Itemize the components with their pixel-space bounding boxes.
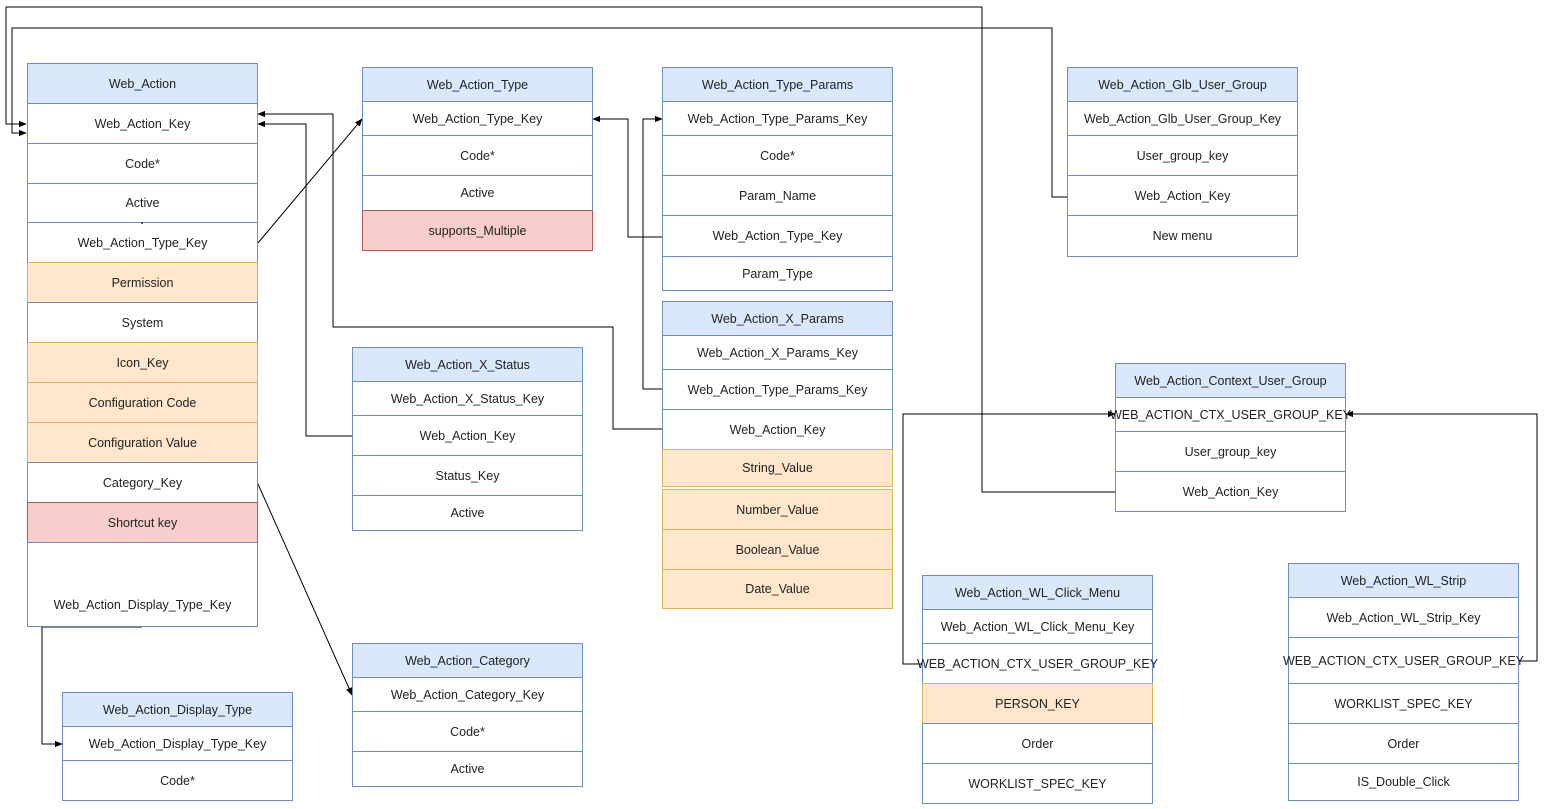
field: User_group_key — [1115, 431, 1346, 472]
entity-title: Web_Action_WL_Click_Menu — [922, 575, 1153, 610]
field: Code* — [27, 143, 258, 184]
entity-title: Web_Action_Context_User_Group — [1115, 363, 1346, 398]
field: Active — [352, 751, 583, 787]
field: Param_Type — [662, 256, 893, 291]
entity-web-action-wl-click-menu: Web_Action_WL_Click_Menu Web_Action_WL_C… — [917, 575, 1158, 805]
field-highlighted: Configuration Value — [27, 422, 258, 463]
field: Code* — [62, 760, 293, 801]
connector-web-action-to-type — [257, 118, 363, 244]
field: Code* — [362, 135, 593, 176]
entity-web-action-wl-strip: Web_Action_WL_Strip Web_Action_WL_Strip_… — [1283, 563, 1524, 801]
field: Web_Action_Display_Type_Key — [27, 583, 258, 627]
entity-title: Web_Action_X_Status — [352, 347, 583, 382]
connector-x-params-to-type-params — [642, 115, 663, 390]
field: Web_Action_X_Status_Key — [352, 381, 583, 416]
entity-web-action-type-params: Web_Action_Type_Params Web_Action_Type_P… — [662, 67, 893, 292]
entity-web-action-context-user-group: Web_Action_Context_User_Group WEB_ACTION… — [1110, 363, 1351, 513]
field: WEB_ACTION_CTX_USER_GROUP_KEY — [1283, 637, 1524, 684]
field: Web_Action_Key — [1115, 471, 1346, 512]
field: WORKLIST_SPEC_KEY — [922, 763, 1153, 804]
field: WEB_ACTION_CTX_USER_GROUP_KEY — [1110, 397, 1351, 432]
entity-web-action: Web_Action Web_Action_Key Code* Active W… — [27, 63, 258, 628]
connector-x-status-to-web-action — [257, 120, 352, 437]
field: Web_Action_Glb_User_Group_Key — [1067, 101, 1298, 136]
field: Web_Action_Key — [1067, 175, 1298, 216]
entity-title: Web_Action_Category — [352, 643, 583, 678]
field-highlighted: String_Value — [662, 449, 893, 487]
field: Param_Name — [662, 175, 893, 216]
dot-mark — [141, 222, 143, 224]
field-empty — [27, 542, 258, 584]
connector-type-params-to-type — [592, 115, 662, 238]
field: Web_Action_Key — [662, 409, 893, 450]
entity-title: Web_Action_Display_Type — [62, 692, 293, 727]
field: Web_Action_WL_Click_Menu_Key — [922, 609, 1153, 644]
field-highlighted-red: supports_Multiple — [362, 210, 593, 251]
field: System — [27, 302, 258, 343]
field-highlighted: PERSON_KEY — [922, 683, 1153, 724]
field-highlighted: Date_Value — [662, 569, 893, 609]
connector-wl-click-to-ctx-group — [902, 410, 1116, 665]
field-highlighted-red: Shortcut key — [27, 502, 258, 543]
connector-x-params-to-web-action — [257, 110, 662, 430]
entity-title: Web_Action_Type — [362, 67, 593, 102]
field: Web_Action_Category_Key — [352, 677, 583, 712]
field: Web_Action_WL_Strip_Key — [1288, 597, 1519, 638]
field: Web_Action_Type_Key — [362, 101, 593, 136]
entity-title: Web_Action_Type_Params — [662, 67, 893, 102]
field: Active — [27, 183, 258, 223]
entity-web-action-x-status: Web_Action_X_Status Web_Action_X_Status_… — [352, 347, 583, 532]
field: Category_Key — [27, 462, 258, 503]
entity-web-action-type: Web_Action_Type Web_Action_Type_Key Code… — [362, 67, 593, 252]
field: Web_Action_Type_Key — [27, 222, 258, 263]
field: Code* — [662, 135, 893, 176]
connector-web-action-to-display-type — [41, 626, 142, 748]
field: Order — [1288, 723, 1519, 764]
field: Order — [922, 723, 1153, 764]
field: Web_Action_Display_Type_Key — [62, 726, 293, 761]
field: Web_Action_Type_Params_Key — [662, 101, 893, 136]
field-highlighted: Permission — [27, 262, 258, 303]
connector-wl-strip-to-ctx-group — [1345, 410, 1538, 662]
entity-title: Web_Action — [27, 63, 258, 104]
field: Active — [352, 495, 583, 531]
entity-web-action-x-params: Web_Action_X_Params Web_Action_X_Params_… — [662, 301, 893, 610]
field: Code* — [352, 711, 583, 752]
entity-title: Web_Action_Glb_User_Group — [1067, 67, 1298, 102]
field: User_group_key — [1067, 135, 1298, 176]
field-highlighted: Boolean_Value — [662, 529, 893, 570]
field: Active — [362, 175, 593, 211]
field: WEB_ACTION_CTX_USER_GROUP_KEY — [917, 643, 1158, 684]
field-highlighted: Configuration Code — [27, 382, 258, 423]
field: WORKLIST_SPEC_KEY — [1288, 683, 1519, 724]
connector-web-action-to-category — [257, 483, 353, 696]
connector-ctx-group-to-web-action — [5, 6, 1115, 493]
field: New menu — [1067, 215, 1298, 257]
connector-glb-group-to-web-action — [11, 27, 1067, 198]
entity-title: Web_Action_WL_Strip — [1288, 563, 1519, 598]
field: Web_Action_Type_Key — [662, 215, 893, 257]
entity-title: Web_Action_X_Params — [662, 301, 893, 336]
field: Web_Action_Key — [27, 103, 258, 144]
entity-web-action-glb-user-group: Web_Action_Glb_User_Group Web_Action_Glb… — [1067, 67, 1298, 258]
field: Web_Action_X_Params_Key — [662, 335, 893, 370]
field: Web_Action_Key — [352, 415, 583, 456]
field-highlighted: Icon_Key — [27, 342, 258, 383]
field: Status_Key — [352, 455, 583, 496]
field: IS_Double_Click — [1288, 763, 1519, 801]
field: Web_Action_Type_Params_Key — [662, 369, 893, 410]
entity-web-action-display-type: Web_Action_Display_Type Web_Action_Displ… — [62, 692, 293, 802]
field-highlighted: Number_Value — [662, 489, 893, 530]
entity-web-action-category: Web_Action_Category Web_Action_Category_… — [352, 643, 583, 788]
